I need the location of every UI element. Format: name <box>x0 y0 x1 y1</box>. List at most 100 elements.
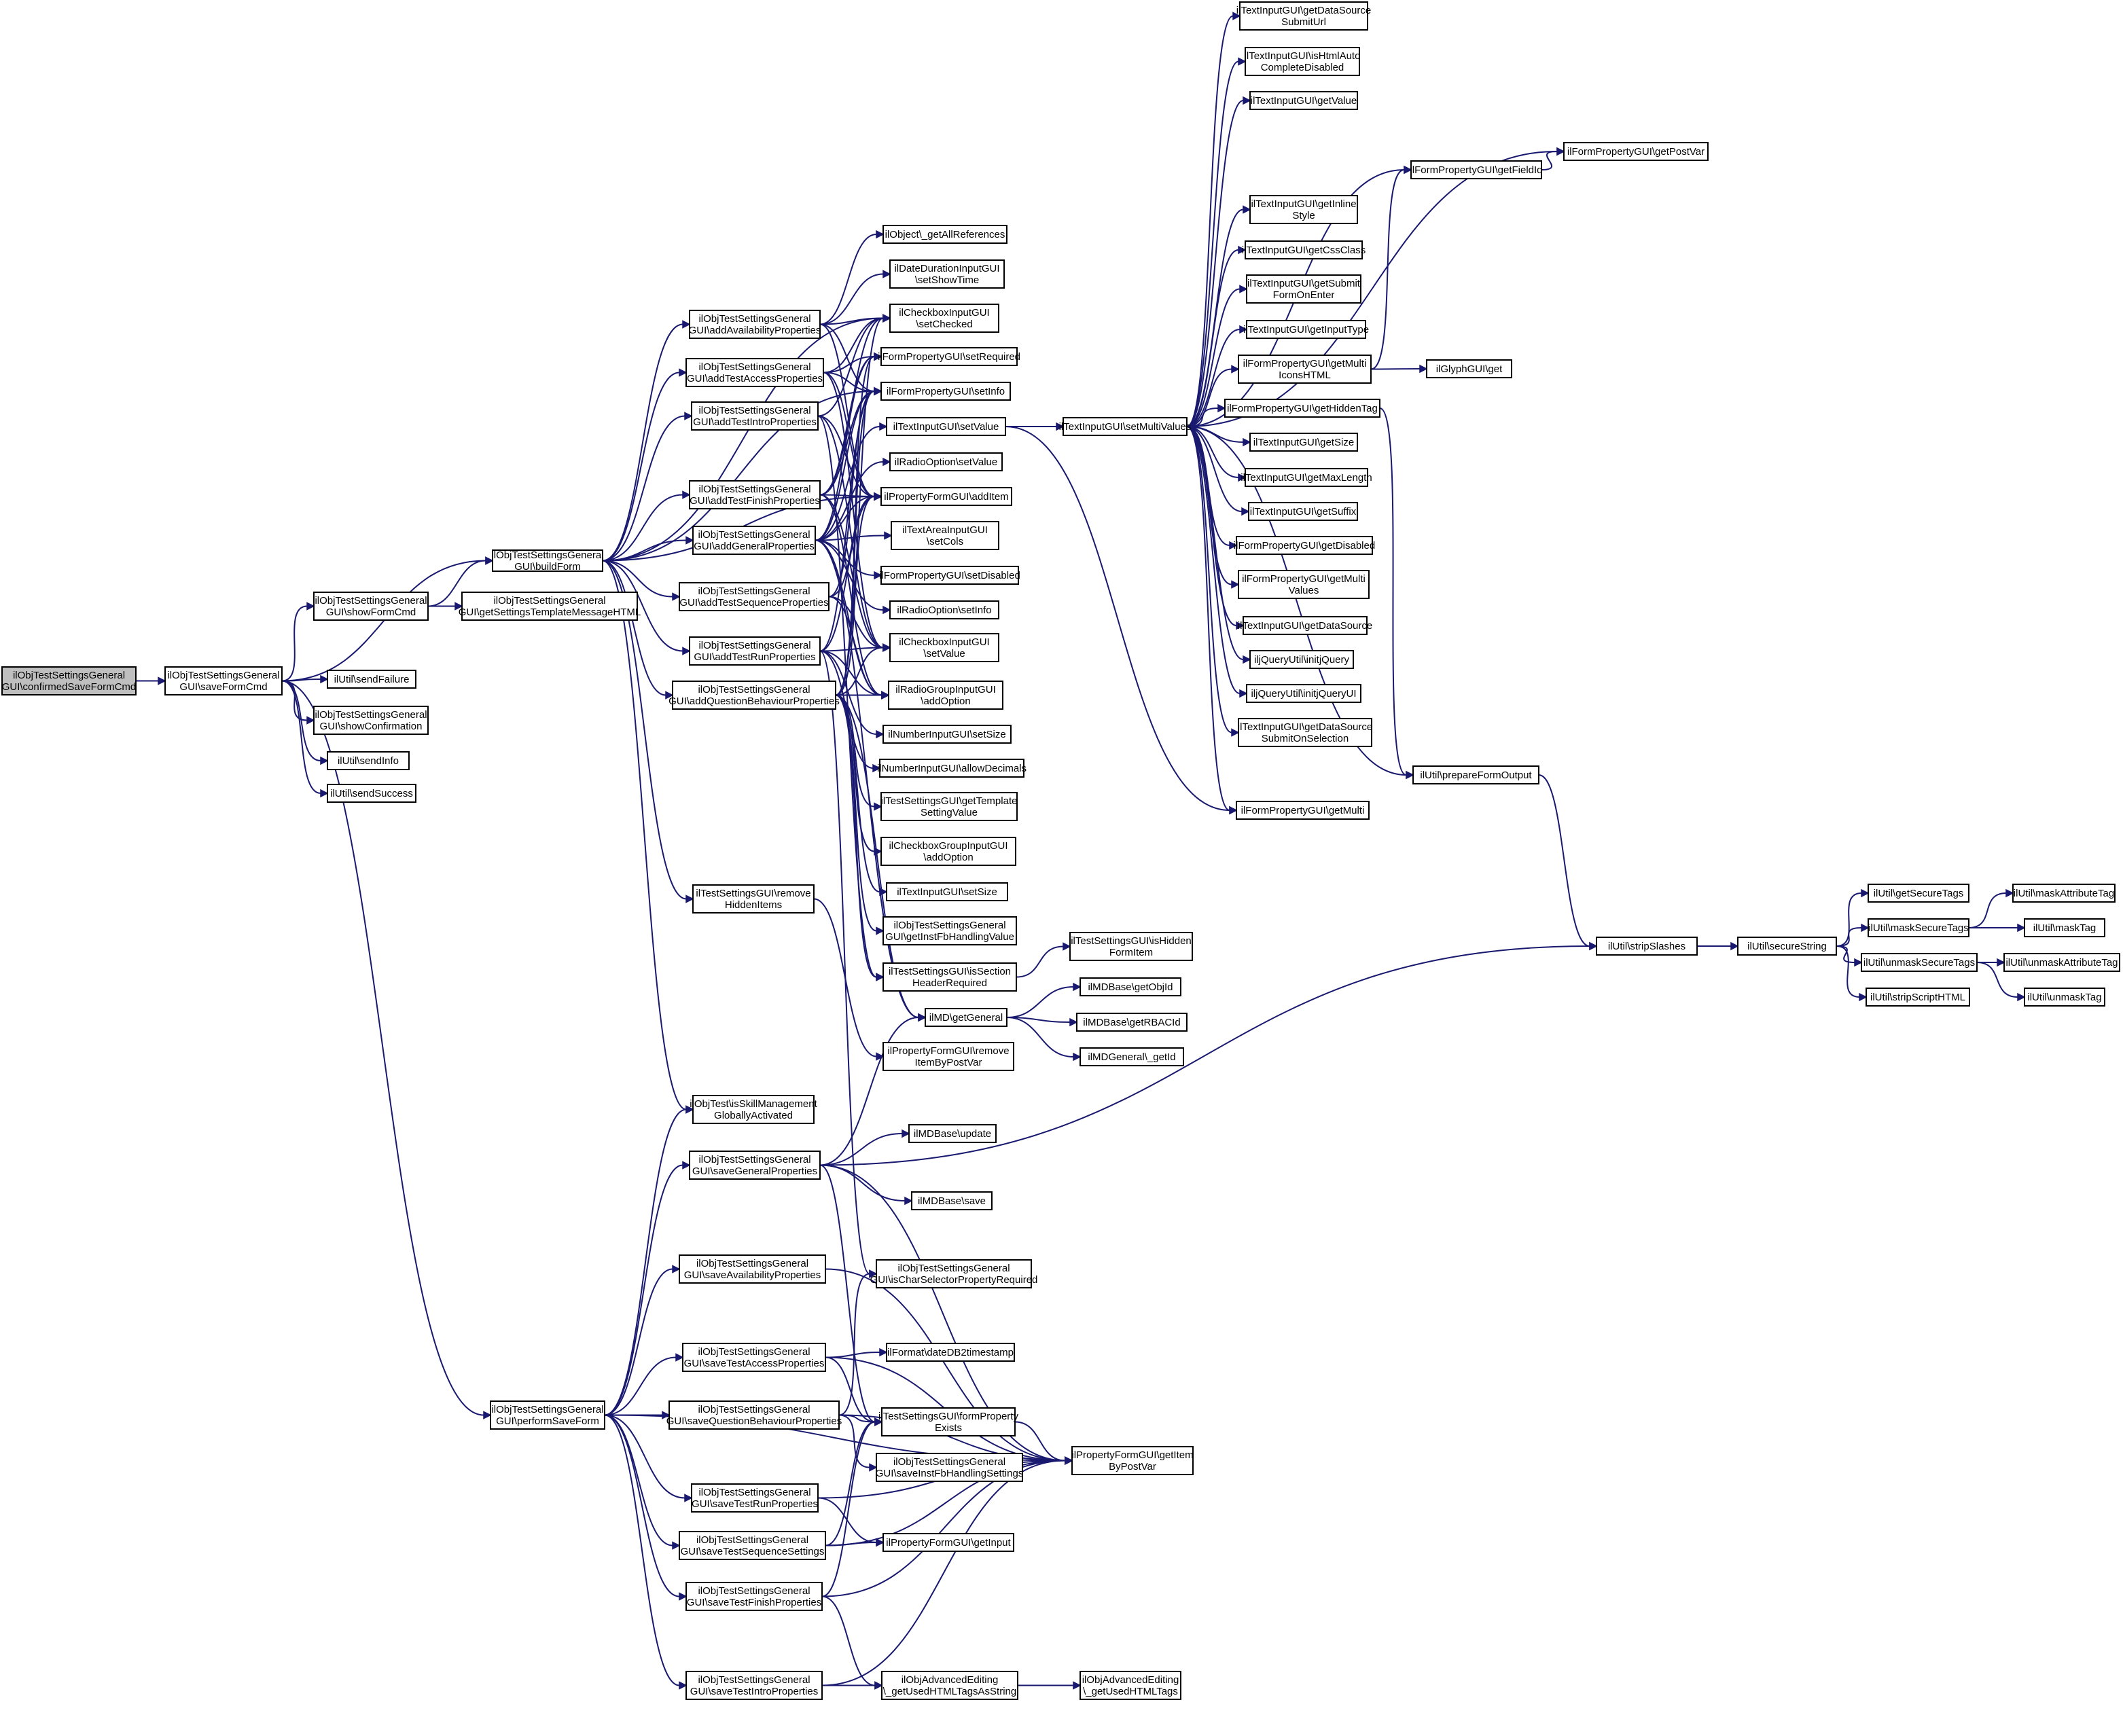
node-initjQueryUI[interactable]: iljQueryUtil\initjQueryUI <box>1246 684 1361 703</box>
node-radioGroupAddOption[interactable]: ilRadioGroupInputGUI\addOption <box>888 681 1003 710</box>
node-sendSuccess[interactable]: ilUtil\sendSuccess <box>327 784 416 803</box>
node-getSuffix[interactable]: ilTextInputGUI\getSuffix <box>1248 502 1358 521</box>
node-textGetValue[interactable]: ilTextInputGUI\getValue <box>1249 91 1358 110</box>
node-saveQuestionBehaviourProperties[interactable]: ilObjTestSettingsGeneralGUI\saveQuestion… <box>666 1400 842 1430</box>
node-saveTestIntroProperties[interactable]: ilObjTestSettingsGeneralGUI\saveTestIntr… <box>685 1671 823 1700</box>
node-getGeneral[interactable]: ilMD\getGeneral <box>925 1008 1007 1027</box>
node-getSecureTags[interactable]: ilUtil\getSecureTags <box>1868 884 1969 903</box>
node-sendFailure[interactable]: ilUtil\sendFailure <box>327 670 416 689</box>
node-addTestSequenceProperties[interactable]: ilObjTestSettingsGeneralGUI\addTestSeque… <box>679 582 829 611</box>
node-getUsedHTMLTags[interactable]: ilObjAdvancedEditing\_getUsedHTMLTags <box>1080 1671 1181 1700</box>
node-performSaveForm[interactable]: ilObjTestSettingsGeneralGUI\performSaveF… <box>490 1400 605 1430</box>
node-getPostVar[interactable]: ilFormPropertyGUI\getPostVar <box>1563 142 1709 161</box>
node-getUsedHTMLTagsAsString[interactable]: ilObjAdvancedEditing\_getUsedHTMLTagsAsS… <box>881 1671 1018 1700</box>
node-stripSlashes[interactable]: ilUtil\stripSlashes <box>1596 937 1698 956</box>
node-saveTestSequenceSettings[interactable]: ilObjTestSettingsGeneralGUI\saveTestSequ… <box>679 1531 826 1560</box>
node-getObjId[interactable]: ilMDBase\getObjId <box>1080 977 1181 996</box>
node-getHiddenTag[interactable]: ilFormPropertyGUI\getHiddenTag <box>1224 399 1380 418</box>
node-prepareFormOutput[interactable]: ilUtil\prepareFormOutput <box>1412 765 1539 784</box>
node-addItem[interactable]: ilPropertyFormGUI\addItem <box>880 487 1012 506</box>
node-getInputType[interactable]: ilTextInputGUI\getInputType <box>1243 320 1369 339</box>
node-checkboxGroupAddOption[interactable]: ilCheckboxGroupInputGUI\addOption <box>880 837 1016 866</box>
node-sendInfo[interactable]: ilUtil\sendInfo <box>327 751 410 770</box>
node-radioOptionSetValue[interactable]: ilRadioOption\setValue <box>889 452 1003 471</box>
node-numberAllowDecimals[interactable]: ilNumberInputGUI\allowDecimals <box>877 759 1027 778</box>
node-setDisabled[interactable]: ilFormPropertyGUI\setDisabled <box>879 566 1020 585</box>
node-maskAttributeTag[interactable]: ilUtil\maskAttributeTag <box>2012 884 2116 903</box>
node-getDataSource[interactable]: ilTextInputGUI\getDataSource <box>1238 616 1372 635</box>
node-getRBACId[interactable]: ilMDBase\getRBACId <box>1076 1013 1188 1032</box>
node-unmaskSecureTags[interactable]: ilUtil\unmaskSecureTags <box>1861 953 1978 972</box>
node-textAreaSetCols[interactable]: ilTextAreaInputGUI\setCols <box>891 521 999 550</box>
node-isSkillManagement[interactable]: ilObjTest\isSkillManagementGloballyActiv… <box>690 1095 818 1124</box>
node-textGetSize[interactable]: ilTextInputGUI\getSize <box>1249 433 1358 452</box>
node-textSetSize[interactable]: ilTextInputGUI\setSize <box>886 882 1008 901</box>
node-getInput[interactable]: ilPropertyFormGUI\getInput <box>882 1533 1014 1552</box>
node-glyphGet[interactable]: ilGlyphGUI\get <box>1426 359 1512 378</box>
node-addGeneralProperties[interactable]: ilObjTestSettingsGeneralGUI\addGeneralPr… <box>692 526 816 555</box>
node-mdGeneralGetId[interactable]: ilMDGeneral\_getId <box>1080 1047 1184 1066</box>
node-textSetValue[interactable]: ilTextInputGUI\setValue <box>886 417 1006 436</box>
node-getInstFbHandlingValue[interactable]: ilObjTestSettingsGeneralGUI\getInstFbHan… <box>882 916 1017 945</box>
node-addTestRunProperties[interactable]: ilObjTestSettingsGeneralGUI\addTestRunPr… <box>689 636 821 666</box>
node-getDisabled[interactable]: ilFormPropertyGUI\getDisabled <box>1234 536 1375 555</box>
node-unmaskAttributeTag[interactable]: ilUtil\unmaskAttributeTag <box>2003 953 2120 972</box>
node-setInfo[interactable]: ilFormPropertyGUI\setInfo <box>880 382 1011 401</box>
node-saveGeneralProperties[interactable]: ilObjTestSettingsGeneralGUI\saveGeneralP… <box>689 1151 821 1180</box>
edge-line <box>604 1414 685 1499</box>
node-addAvailabilityProperties[interactable]: ilObjTestSettingsGeneralGUI\addAvailabil… <box>689 310 821 339</box>
node-saveAvailabilityProperties[interactable]: ilObjTestSettingsGeneralGUI\saveAvailabi… <box>679 1254 826 1284</box>
node-isHtmlAutoCompleteDisabled[interactable]: ilTextInputGUI\isHtmlAutoCompleteDisable… <box>1245 47 1361 76</box>
node-radioOptionSetInfo[interactable]: ilRadioOption\setInfo <box>889 600 999 619</box>
node-saveTestFinishProperties[interactable]: ilObjTestSettingsGeneralGUI\saveTestFini… <box>685 1582 823 1611</box>
node-getMulti[interactable]: ilFormPropertyGUI\getMulti <box>1236 801 1370 820</box>
node-numberSetSize[interactable]: ilNumberInputGUI\setSize <box>882 725 1012 744</box>
node-getCssClass[interactable]: ilTextInputGUI\getCssClass <box>1242 240 1366 259</box>
node-stripScriptHTML[interactable]: ilUtil\stripScriptHTML <box>1866 988 1970 1007</box>
node-getAllReferences[interactable]: ilObject\_getAllReferences <box>882 225 1007 244</box>
node-getTemplateSettingValue[interactable]: ilTestSettingsGUI\getTemplateSettingValu… <box>880 792 1018 821</box>
node-addQuestionBehaviourProperties[interactable]: ilObjTestSettingsGeneralGUI\addQuestionB… <box>668 681 840 710</box>
node-unmaskTag[interactable]: ilUtil\unmaskTag <box>2024 988 2105 1007</box>
node-initjQuery[interactable]: iljQueryUtil\initjQuery <box>1249 650 1354 669</box>
node-saveTestAccessProperties[interactable]: ilObjTestSettingsGeneralGUI\saveTestAcce… <box>682 1343 826 1372</box>
node-confirmedSave[interactable]: ilObjTestSettingsGeneralGUI\confirmedSav… <box>1 666 137 695</box>
node-dateSetShowTime[interactable]: ilDateDurationInputGUI\setShowTime <box>889 259 1005 289</box>
node-secureString[interactable]: ilUtil\secureString <box>1737 937 1837 956</box>
node-addTestIntroProperties[interactable]: ilObjTestSettingsGeneralGUI\addTestIntro… <box>691 401 819 431</box>
node-checkboxSetValue[interactable]: ilCheckboxInputGUI\setValue <box>889 633 999 662</box>
node-addTestFinishProperties[interactable]: ilObjTestSettingsGeneralGUI\addTestFinis… <box>689 480 821 509</box>
node-setMultiValues[interactable]: ilTextInputGUI\setMultiValues <box>1059 417 1192 436</box>
node-checkboxSetChecked[interactable]: ilCheckboxInputGUI\setChecked <box>889 304 999 333</box>
node-maskTag[interactable]: ilUtil\maskTag <box>2024 918 2105 937</box>
node-saveInstFbHandlingSettings[interactable]: ilObjTestSettingsGeneralGUI\saveInstFbHa… <box>876 1453 1024 1482</box>
node-addTestAccessProperties[interactable]: ilObjTestSettingsGeneralGUI\addTestAcces… <box>685 358 824 387</box>
node-getDataSourceSubmitOnSelection[interactable]: ilTextInputGUI\getDataSourceSubmitOnSele… <box>1238 718 1372 747</box>
node-isCharSelectorPropertyRequired[interactable]: ilObjTestSettingsGeneralGUI\isCharSelect… <box>870 1259 1038 1288</box>
node-getFieldId[interactable]: ilFormPropertyGUI\getFieldId <box>1410 160 1543 179</box>
node-isSectionHeaderRequired[interactable]: ilTestSettingsGUI\isSectionHeaderRequire… <box>882 962 1017 992</box>
node-showConfirmation[interactable]: ilObjTestSettingsGeneralGUI\showConfirma… <box>313 706 429 735</box>
node-setRequired[interactable]: ilFormPropertyGUI\setRequired <box>878 347 1020 366</box>
node-saveTestRunProperties[interactable]: ilObjTestSettingsGeneralGUI\saveTestRunP… <box>691 1483 819 1513</box>
node-maskSecureTags[interactable]: ilUtil\maskSecureTags <box>1868 918 1969 937</box>
node-getMaxLength[interactable]: ilTextInputGUI\getMaxLength <box>1241 468 1372 487</box>
edge-buildForm-to-removeHiddenItems <box>602 560 694 903</box>
node-dateDB2timestamp[interactable]: ilFormat\dateDB2timestamp <box>886 1343 1015 1362</box>
node-getSettingsTemplateMessageHTML[interactable]: ilObjTestSettingsGeneralGUI\getSettingsT… <box>459 592 641 621</box>
node-mdSave[interactable]: ilMDBase\save <box>911 1191 993 1210</box>
node-mdUpdate[interactable]: ilMDBase\update <box>908 1124 997 1143</box>
